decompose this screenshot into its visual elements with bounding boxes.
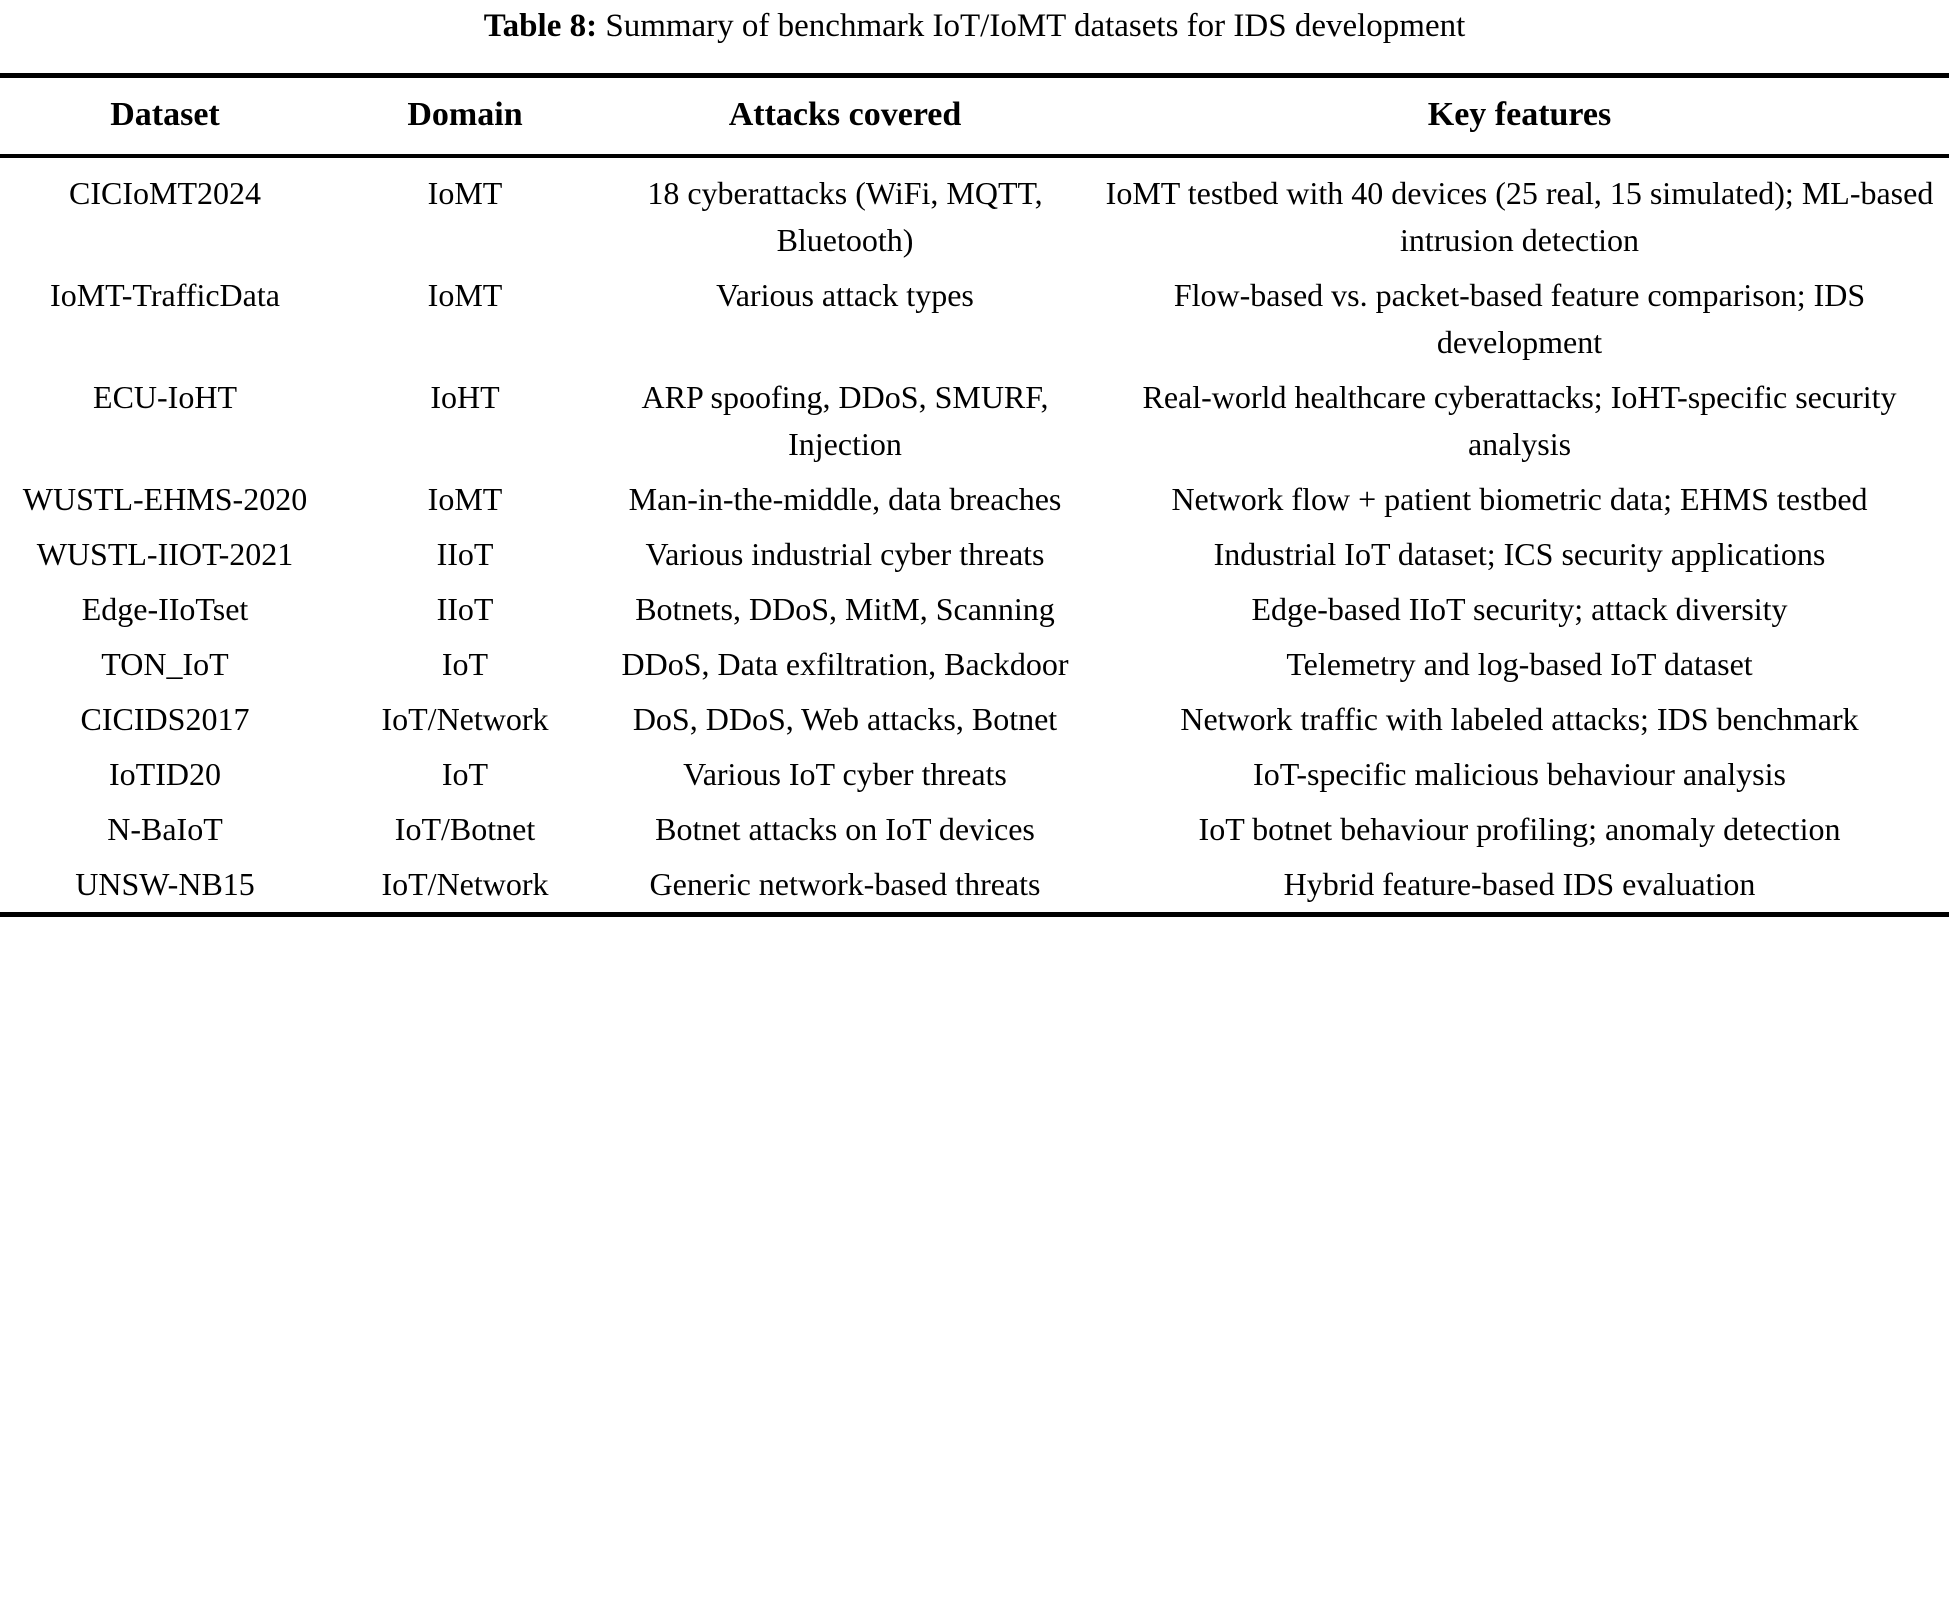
table-caption-text: Summary of benchmark IoT/IoMT datasets f… [605, 8, 1466, 44]
table-bottom-rule [0, 912, 1949, 917]
table-row: CICIDS2017 IoT/Network DoS, DDoS, Web atta… [0, 692, 1949, 747]
cell-attacks: Various attack types [716, 277, 974, 313]
cell-attacks: Botnet attacks on IoT devices [655, 811, 1035, 847]
cell-features: Network flow + patient biometric data; E… [1171, 481, 1868, 517]
cell-domain: IoT/Network [381, 701, 549, 737]
table-row: Edge-IIoTset IIoT Botnets, DDoS, MitM, Sca… [0, 582, 1949, 637]
table-row: TON_IoT IoT DDoS, Data exfiltration, Backd… [0, 637, 1949, 692]
cell-domain: IoMT [427, 175, 503, 211]
cell-domain: IIoT [436, 591, 494, 627]
cell-dataset: TON_IoT [101, 646, 229, 682]
cell-features: Real-world healthcare cyberattacks; IoHT… [1142, 379, 1897, 462]
cell-domain: IoT/Network [381, 866, 549, 902]
column-header-dataset: Dataset [110, 96, 220, 133]
column-header-domain: Domain [407, 96, 523, 133]
table-header: Dataset Domain Attacks covered Key featu… [0, 78, 1949, 158]
cell-dataset: UNSW-NB15 [75, 866, 255, 902]
cell-dataset: CICIoMT2024 [69, 175, 261, 211]
cell-dataset: N-BaIoT [107, 811, 223, 847]
table-row: ECU-IoHT IoHT ARP spoofing, DDoS, SMURF, I… [0, 370, 1949, 472]
table-header-row: Dataset Domain Attacks covered Key featu… [0, 78, 1949, 154]
table-caption: Table 8: Summary of benchmark IoT/IoMT d… [0, 0, 1949, 46]
cell-features: Flow-based vs. packet-based feature comp… [1173, 277, 1866, 360]
cell-dataset: CICIDS2017 [80, 701, 250, 737]
cell-domain: IoT [441, 646, 489, 682]
cell-dataset: ECU-IoHT [93, 379, 237, 415]
benchmark-datasets-table: Dataset Domain Attacks covered Key featu… [0, 78, 1949, 912]
cell-dataset: IoTID20 [109, 756, 221, 792]
cell-features: IoT-specific malicious behaviour analysi… [1253, 756, 1786, 792]
table-row: WUSTL-IIOT-2021 IIoT Various industrial cy… [0, 527, 1949, 582]
cell-attacks: Botnets, DDoS, MitM, Scanning [635, 591, 1055, 627]
cell-features: IoT botnet behaviour profiling; anomaly … [1198, 811, 1841, 847]
column-header-features: Key features [1427, 96, 1612, 133]
cell-attacks: ARP spoofing, DDoS, SMURF, Injection [641, 379, 1049, 462]
table-row: UNSW-NB15 IoT/Network Generic network-base… [0, 857, 1949, 912]
cell-features: Hybrid feature-based IDS evaluation [1283, 866, 1756, 902]
cell-domain: IoT/Botnet [394, 811, 536, 847]
cell-dataset: WUSTL-IIOT-2021 [36, 536, 294, 572]
cell-attacks: Various IoT cyber threats [683, 756, 1007, 792]
cell-dataset: Edge-IIoTset [81, 591, 249, 627]
table-header-rule [0, 154, 1949, 158]
cell-dataset: WUSTL-EHMS-2020 [22, 481, 308, 517]
column-header-attacks: Attacks covered [728, 96, 962, 133]
cell-domain: IoT [441, 756, 489, 792]
cell-domain: IIoT [436, 536, 494, 572]
cell-attacks: DoS, DDoS, Web attacks, Botnet [632, 701, 1058, 737]
cell-attacks: 18 cyberattacks (WiFi, MQTT, Bluetooth) [647, 175, 1043, 258]
cell-attacks: Man-in-the-middle, data breaches [628, 481, 1062, 517]
table-row: WUSTL-EHMS-2020 IoMT Man-in-the-middle, da… [0, 472, 1949, 527]
cell-attacks: Various industrial cyber threats [645, 536, 1045, 572]
table-header-rule-row [0, 154, 1949, 158]
table-row: IoTID20 IoT Various IoT cyber threats IoT-s… [0, 747, 1949, 802]
table-top-rule [0, 73, 1949, 78]
cell-domain: IoHT [430, 379, 500, 415]
cell-features: Edge-based IIoT security; attack diversi… [1251, 591, 1788, 627]
cell-features: Network traffic with labeled attacks; ID… [1180, 701, 1859, 737]
cell-dataset: IoMT-TrafficData [50, 277, 280, 313]
cell-domain: IoMT [427, 277, 503, 313]
cell-attacks: DDoS, Data exfiltration, Backdoor [621, 646, 1069, 682]
cell-features: Telemetry and log-based IoT dataset [1286, 646, 1753, 682]
table-row: N-BaIoT IoT/Botnet Botnet attacks on IoT d… [0, 802, 1949, 857]
table-row: CICIoMT2024 IoMT 18 cyberattacks (WiFi, MQ… [0, 158, 1949, 268]
table-caption-label: Table 8: [483, 8, 598, 44]
cell-attacks: Generic network-based threats [649, 866, 1041, 902]
table-row: IoMT-TrafficData IoMT Various attack types… [0, 268, 1949, 370]
cell-features: Industrial IoT dataset; ICS security app… [1213, 536, 1826, 572]
cell-domain: IoMT [427, 481, 503, 517]
cell-features: IoMT testbed with 40 devices (25 real, 1… [1105, 175, 1934, 258]
